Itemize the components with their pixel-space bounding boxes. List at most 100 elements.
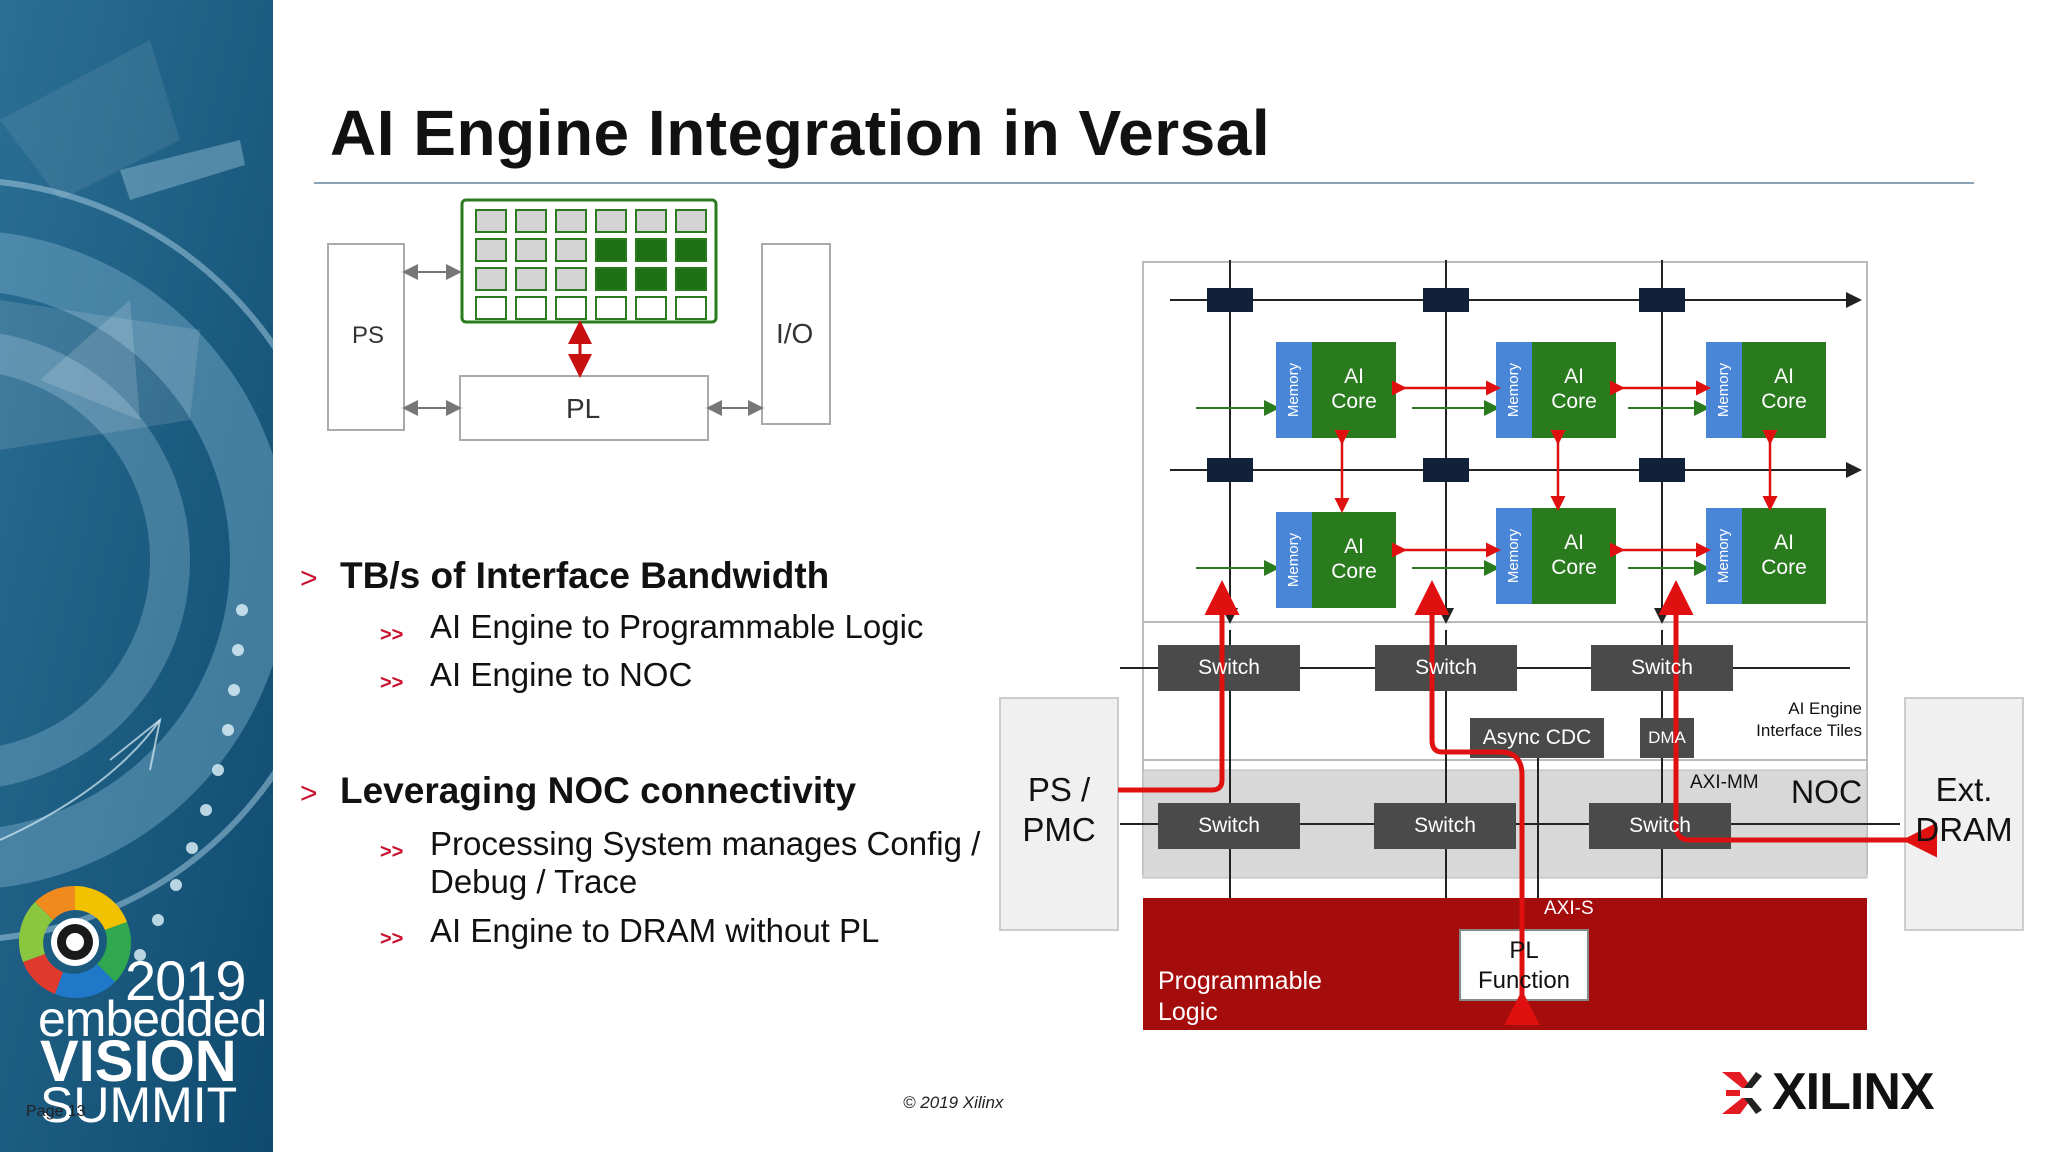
io-label: I/O (776, 318, 814, 349)
architecture-diagram-svg (999, 260, 2024, 1030)
ai-engine-tile (675, 238, 707, 262)
page-number: Page 13 (26, 1103, 86, 1120)
bullet-arrow-icon: > (300, 562, 318, 595)
noc-label: NOC (1791, 774, 1863, 810)
sub-bullet-arrow-icon: >> (380, 624, 404, 646)
ai-core (1742, 342, 1826, 438)
ai-engine-tile (475, 296, 507, 320)
ai-engine-tile (515, 296, 547, 320)
ai-core (1532, 342, 1616, 438)
switch-label: Async CDC (1482, 726, 1592, 749)
bullet-heading-text: TB/s of Interface Bandwidth (340, 555, 830, 596)
switch-label: Switch (1415, 656, 1477, 679)
axi-s-label: AXI-S (1544, 898, 1594, 919)
ps-pmc-box (999, 697, 1119, 931)
memory-label: Memory (1715, 528, 1732, 584)
ai-engine-tile (475, 238, 507, 262)
ai-engine-tile (515, 209, 547, 233)
event-year: 2019 (125, 949, 247, 1012)
bullet-heading: > TB/s of Interface Bandwidth (300, 555, 829, 597)
interface-tiles-label-line2: Interface Tiles (1756, 721, 1862, 740)
event-line-summit: SUMMIT (40, 1077, 238, 1133)
ai-engine-tile (675, 296, 707, 320)
switch-label: Switch (1198, 814, 1260, 837)
sidebar-artwork (0, 0, 273, 1152)
ai-engine-tile (515, 267, 547, 291)
programmable-logic-label: Programmable Logic (1158, 966, 1322, 1028)
ai-engine-tile (515, 238, 547, 262)
switch-label: DMA (1648, 728, 1686, 747)
ai-engine-tiles (1276, 342, 1826, 608)
switch-label: Switch (1198, 656, 1260, 679)
memory-label: Memory (1285, 362, 1302, 418)
ai-engine-tile (635, 296, 667, 320)
ai-core (1312, 342, 1396, 438)
ai-engine-tile (635, 267, 667, 291)
memory-module (1706, 342, 1742, 438)
io-box (761, 243, 831, 425)
ps-pmc-label-line1: PS / (1027, 771, 1091, 808)
ps-pmc-label-line2: PMC (1022, 811, 1096, 848)
event-logo-icon (18, 885, 132, 999)
ai-engine-tile (475, 267, 507, 291)
ai-engine-tile (595, 267, 627, 291)
memory-label: Memory (1505, 362, 1522, 418)
xilinx-mark-icon (1722, 1072, 1762, 1114)
ai-engine-tile (595, 238, 627, 262)
title-divider (314, 182, 1974, 184)
sub-bullet: >> Processing System manages Config / Deb… (380, 825, 1010, 901)
overview-diagram: PS I/O PL (320, 190, 840, 455)
ai-engine-tile (595, 209, 627, 233)
sub-bullet-text: AI Engine to DRAM without PL (430, 912, 880, 949)
event-line-vision: VISION (40, 1029, 237, 1094)
pl-label: PL (566, 393, 601, 424)
ai-engine-tile (675, 267, 707, 291)
ai-core (1312, 512, 1396, 608)
pl-function-label-line1: PL (1509, 937, 1539, 964)
axi-mm-label: AXI-MM (1690, 772, 1759, 793)
ps-pmc-label: PS / PMC (1000, 770, 1118, 850)
ps-label: PS (352, 322, 385, 349)
switch-label: Switch (1631, 656, 1693, 679)
ext-dram-label: Ext. DRAM (1905, 770, 2023, 850)
programmable-logic-label-line2: Logic (1158, 998, 1218, 1026)
ai-core (1532, 508, 1616, 604)
ai-engine-tile (555, 267, 587, 291)
sub-bullet-arrow-icon: >> (380, 928, 404, 950)
stream-switches (1207, 288, 1685, 482)
ai-engine-tile (595, 296, 627, 320)
ai-engine-tile (475, 209, 507, 233)
interface-tiles-label: AI Engine Interface Tiles (1736, 698, 1862, 742)
sub-bullet: >>AI Engine to NOC (380, 656, 692, 694)
memory-label: Memory (1505, 528, 1522, 584)
ai-engine-tile (555, 238, 587, 262)
page-title: AI Engine Integration in Versal (330, 97, 1271, 169)
sub-bullet-text: Processing System manages Config / Debug… (430, 825, 981, 900)
ai-engine-tiles (475, 209, 707, 320)
memory-module (1276, 342, 1312, 438)
ext-dram-label-line1: Ext. (1935, 771, 1993, 808)
bullet-heading-text: Leveraging NOC connectivity (340, 770, 857, 811)
ai-engine-tile (635, 209, 667, 233)
event-line-embedded: embedded (38, 991, 267, 1047)
sub-bullet-arrow-icon: >> (380, 841, 404, 863)
sub-bullet-arrow-icon: >> (380, 672, 404, 694)
memory-label: Memory (1285, 532, 1302, 588)
interface-tiles-label-line1: AI Engine (1788, 699, 1862, 718)
overview-diagram-svg (327, 198, 831, 441)
ai-engine-tile (635, 238, 667, 262)
xilinx-wordmark: XILINX (1772, 1063, 1935, 1121)
bullet-heading: >Leveraging NOC connectivity (300, 770, 856, 812)
programmable-logic-label-line1: Programmable (1158, 967, 1322, 995)
memory-label: Memory (1715, 362, 1732, 418)
pl-function-label: PL Function (1460, 936, 1588, 996)
ai-engine-tile (555, 296, 587, 320)
ai-engine-tile (555, 209, 587, 233)
sidebar-branding: 2019 embedded VISION SUMMIT (0, 0, 273, 1152)
memory-module (1276, 512, 1312, 608)
footer-copyright: © 2019 Xilinx (903, 1093, 1004, 1112)
